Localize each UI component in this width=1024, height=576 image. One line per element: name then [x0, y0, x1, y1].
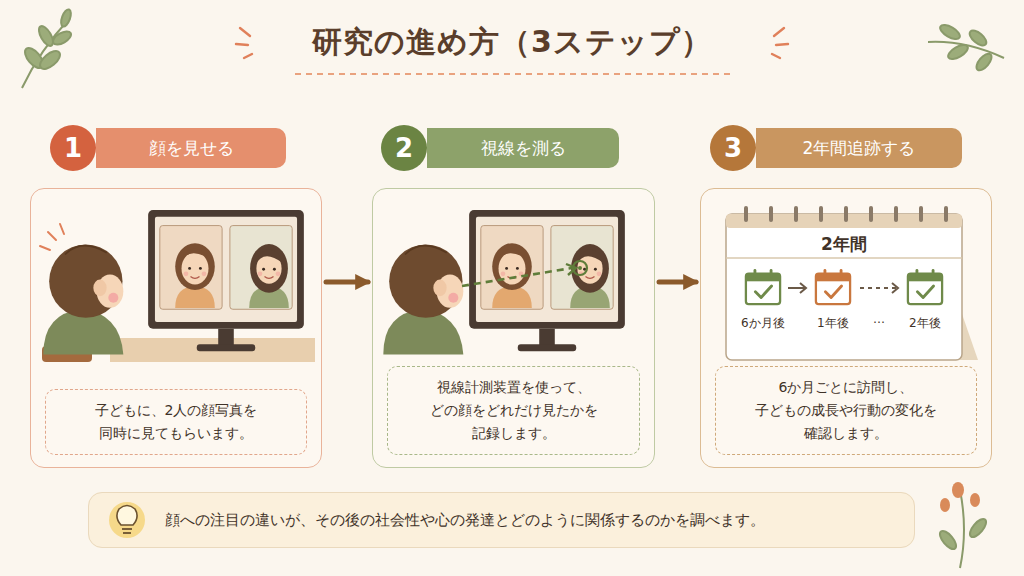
- flow-arrow: [326, 280, 368, 285]
- calendar-title: 2年間: [821, 233, 867, 256]
- step-header: 2年間追跡する: [756, 128, 962, 168]
- step-card: 視線計測装置を使って、 どの顔をどれだけ見たかを 記録します。: [372, 188, 655, 468]
- step-number-text: 3: [724, 133, 742, 163]
- note-text: 顔への注目の違いが、その後の社会性や心の発達とどのように関係するのかを調べます。: [165, 511, 765, 530]
- step-description: 子どもに、2人の顔写真を 同時に見てもらいます。: [45, 389, 307, 455]
- step-number: 2: [381, 125, 427, 171]
- card-fill: [30, 188, 322, 468]
- step-title: 顔を見せる: [149, 137, 234, 160]
- step-description: 6か月ごとに訪問し、 子どもの成長や行動の変化を 確認します。: [715, 366, 977, 455]
- leaf-decoration: [22, 8, 1004, 568]
- step-header: 視線を測る: [427, 128, 619, 168]
- step1-scene: [40, 210, 315, 362]
- step-header: 顔を見せる: [96, 128, 286, 168]
- card-fill: [700, 188, 992, 468]
- lightbulb-icon: [109, 502, 145, 538]
- card-fill: [372, 188, 655, 468]
- step-description: 視線計測装置を使って、 どの顔をどれだけ見たかを 記録します。: [387, 366, 640, 455]
- note-fill: [88, 492, 915, 548]
- title: 研究の進め方（3ステップ）: [0, 22, 1024, 63]
- step-card: 子どもに、2人の顔写真を 同時に見てもらいます。: [30, 188, 322, 468]
- step-number: 1: [50, 125, 96, 171]
- step-number-text: 1: [64, 133, 82, 163]
- berry-decoration: [940, 482, 980, 512]
- step-number: 3: [710, 125, 756, 171]
- timepoint-label: …: [873, 312, 885, 326]
- timepoint-label: 2年後: [909, 315, 941, 332]
- step-title: 視線を測る: [481, 137, 566, 160]
- timepoint-label: 6か月後: [741, 315, 785, 332]
- title-rule: [295, 73, 730, 75]
- flow-arrow: [659, 280, 696, 285]
- step-title: 2年間追跡する: [803, 137, 916, 160]
- calendar: [726, 206, 978, 360]
- timepoint-label: 1年後: [817, 315, 849, 332]
- step-number-text: 2: [395, 133, 413, 163]
- step2-scene: [383, 210, 625, 355]
- summary-note: 顔への注目の違いが、その後の社会性や心の発達とどのように関係するのかを調べます。: [88, 492, 915, 548]
